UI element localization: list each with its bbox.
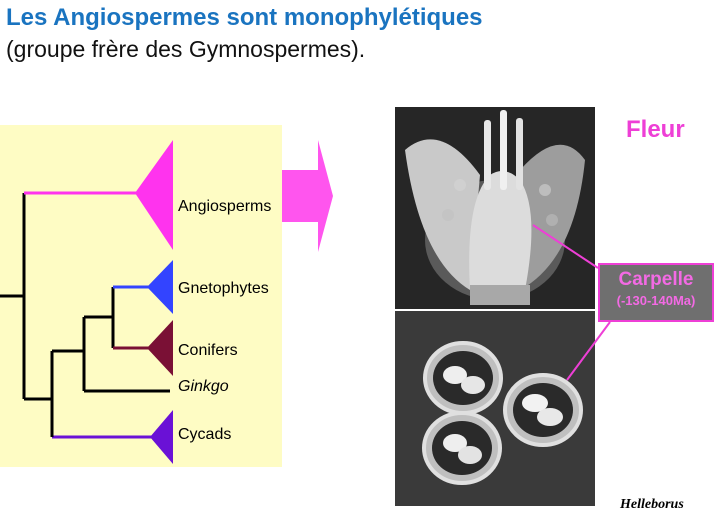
taxon-label-ginkgo: Ginkgo (178, 378, 229, 395)
flower-heading: Fleur (626, 116, 685, 143)
right-arrow-icon (282, 140, 333, 252)
flower-photo-illustration (395, 107, 595, 309)
callout-line-flower (532, 224, 599, 269)
taxon-label-gnetophytes: Gnetophytes (178, 280, 269, 297)
page-title: Les Angiospermes sont monophylétiques (6, 4, 483, 31)
carpel-callout-name: Carpelle (618, 269, 694, 290)
callout-line-carpel (566, 321, 611, 381)
tree-branches (0, 191, 170, 439)
genus-caption: Helleborus (620, 497, 684, 512)
carpel-photo-illustration (395, 311, 595, 506)
gnetophyte-clade-triangle (147, 260, 173, 314)
phylogeny-panel (0, 125, 282, 467)
taxon-label-conifers: Conifers (178, 342, 238, 359)
taxon-label-cycads: Cycads (178, 426, 232, 443)
angiosperm-clade-triangle (135, 140, 173, 250)
carpel-callout: Carpelle (-130-140Ma) (598, 263, 714, 322)
carpel-callout-age: (-130-140Ma) (616, 293, 696, 308)
page-subtitle: (groupe frère des Gymnospermes). (6, 36, 366, 62)
cycad-clade-triangle (150, 410, 173, 464)
conifer-clade-triangle (147, 320, 173, 376)
taxon-label-angiosperms: Angiosperms (178, 198, 272, 215)
